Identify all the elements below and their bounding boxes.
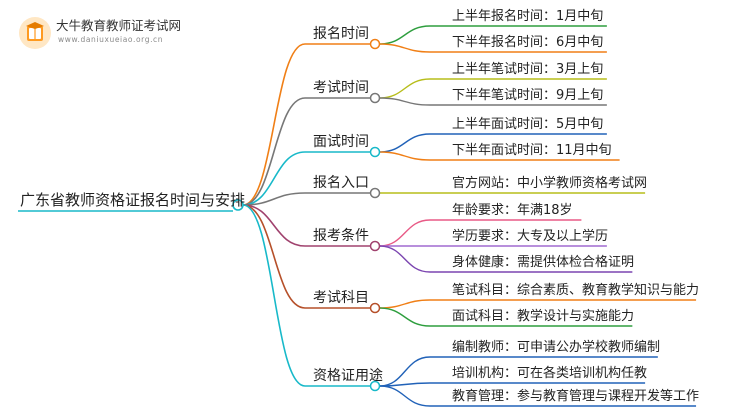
leaf-label: 下半年笔试时间：9月上旬 — [452, 87, 603, 103]
leaf-connector — [379, 78, 431, 99]
branch-bubble — [369, 380, 381, 392]
brand-url: www.daniuxueiao.org.cn — [58, 35, 164, 44]
leaf-connector — [379, 356, 431, 387]
leaf-connector — [379, 245, 431, 273]
leaf-label: 上半年报名时间：1月中旬 — [452, 8, 603, 24]
branch-label: 报名时间 — [313, 26, 369, 42]
leaf-label: 编制教师：可申请公办学校教师编制 — [452, 339, 660, 355]
branch-bubble — [369, 240, 381, 252]
branch-bubble — [369, 187, 381, 199]
leaf-label: 年龄要求：年满18岁 — [452, 203, 573, 218]
branch-bubble — [369, 146, 381, 158]
branch-connector — [242, 43, 306, 206]
branch-label: 报考条件 — [313, 227, 369, 244]
branch-connector — [242, 151, 306, 206]
leaf-connector — [379, 219, 431, 247]
brand-name: 大牛教育教师证考试网 — [56, 18, 182, 33]
root-node-bubble — [232, 199, 244, 211]
branch-connector — [242, 204, 306, 247]
leaf-label: 笔试科目：综合素质、教育教学知识与能力 — [452, 282, 699, 298]
branch-label: 报名入口 — [313, 175, 369, 191]
leaf-label: 下半年报名时间：6月中旬 — [452, 34, 603, 50]
brand-watermark: 大牛教育教师证考试网 www.daniuxueiao.org.cn — [18, 14, 248, 50]
leaf-label: 身体健康：需提供体检合格证明 — [452, 254, 634, 270]
leaf-connector — [379, 385, 431, 407]
leaf-connector — [379, 307, 431, 327]
leaf-label: 下半年面试时间：11月中旬 — [452, 143, 612, 158]
leaf-label: 官方网站：中小学教师资格考试网 — [452, 175, 647, 191]
leaf-connector — [379, 299, 431, 309]
leaf-label: 学历要求：大专及以上学历 — [452, 228, 608, 244]
leaf-connector — [379, 97, 431, 106]
branch-label: 面试时间 — [313, 134, 369, 150]
branch-connector — [242, 204, 306, 309]
root-label: 广东省教师资格证报名时间与安排 — [20, 191, 245, 209]
branch-label: 资格证用途 — [313, 367, 383, 384]
branch-bubble — [369, 38, 381, 50]
branch-connector — [242, 97, 306, 206]
leaf-connector — [379, 151, 431, 161]
branch-bubble — [369, 302, 381, 314]
branch-bubble — [369, 92, 381, 104]
leaf-label: 上半年面试时间：5月中旬 — [452, 117, 603, 132]
branch-connector — [242, 204, 306, 387]
leaf-label: 培训机构：可在各类培训机构任教 — [452, 365, 647, 381]
graduation-book-icon — [19, 17, 51, 49]
leaf-connector — [379, 133, 431, 153]
leaf-label: 面试科目：教学设计与实施能力 — [452, 308, 634, 324]
branch-label: 考试科目 — [313, 290, 369, 306]
leaf-label: 上半年笔试时间：3月上旬 — [452, 61, 603, 77]
branch-connector — [242, 192, 306, 206]
connector-lines — [18, 25, 697, 407]
leaf-label: 教育管理：参与教育管理与课程开发等工作 — [452, 388, 699, 404]
branch-label: 考试时间 — [313, 80, 369, 96]
leaf-connector — [379, 25, 431, 45]
leaf-connector — [379, 43, 431, 53]
